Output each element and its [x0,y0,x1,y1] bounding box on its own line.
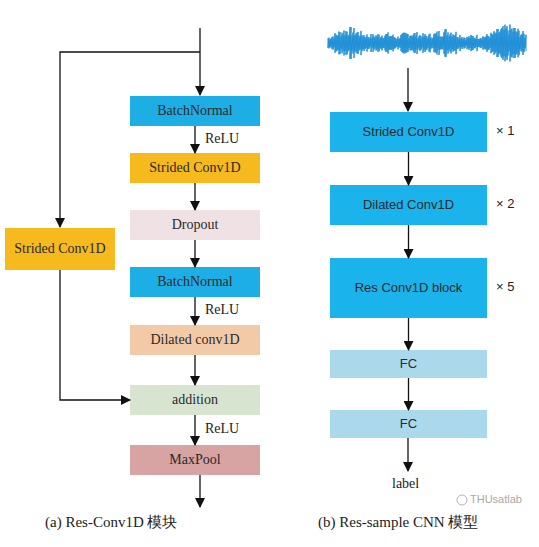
node-text: Strided Conv1D [14,241,105,257]
node-text: Strided Conv1D [149,160,240,176]
fc-box: FC [330,350,487,378]
output-label: label [392,476,419,492]
node-text: Dilated Conv1D [363,198,454,213]
input-arrow [199,28,200,95]
activation-label: ReLU [205,131,239,147]
repeat-count: × 1 [496,123,514,138]
flow-arrow [194,183,195,210]
flow-arrow [194,240,195,267]
activation-label: ReLU [205,302,239,318]
node-text: Strided Conv1D [363,125,455,140]
node-text: BatchNormal [157,274,232,290]
audio-waveform [328,25,526,62]
skip-branch-line [60,52,200,227]
node-text: BatchNormal [157,103,232,119]
conv-box: Dilated Conv1D [330,185,487,225]
node-text: FC [400,357,417,372]
node-text: Dilated conv1D [150,332,239,348]
flow-arrow [194,415,195,445]
flow-arrow [194,297,195,325]
block-box: Res Conv1D block [330,258,487,318]
waveform-trace [328,25,526,62]
pool-box: MaxPool [130,445,260,475]
input-arrow [407,68,408,111]
watermark: THUsatlab [470,493,522,505]
flow-arrow [408,378,409,410]
flow-arrow [194,126,195,153]
output-arrow [199,475,200,507]
fc-box: FC [330,410,487,438]
figure-caption: (b) Res-sample CNN 模型 [318,513,478,532]
node-text: addition [172,392,218,408]
addition-box: addition [130,385,260,415]
flow-arrow [408,152,409,185]
batchnorm-box: BatchNormal [130,96,260,126]
flow-arrow [408,318,409,350]
conv-box: Strided Conv1D [130,153,260,183]
flow-arrow [60,270,130,400]
dropout-box: Dropout [130,210,260,240]
repeat-count: × 5 [496,279,514,294]
conv-box: Strided Conv1D [5,228,115,270]
node-text: Res Conv1D block [355,281,463,296]
conv-box: Strided Conv1D [330,112,487,152]
node-text: FC [400,417,417,432]
batchnorm-box: BatchNormal [130,267,260,297]
repeat-count: × 2 [496,196,514,211]
flow-arrow [408,225,409,258]
flow-arrow [194,355,195,385]
figure-caption: (a) Res-Conv1D 模块 [45,513,177,532]
node-text: Dropout [172,217,219,233]
activation-label: ReLU [205,421,239,437]
node-text: MaxPool [169,452,220,468]
watermark-icon [457,495,467,505]
conv-box: Dilated conv1D [130,325,260,355]
output-arrow [407,438,408,471]
